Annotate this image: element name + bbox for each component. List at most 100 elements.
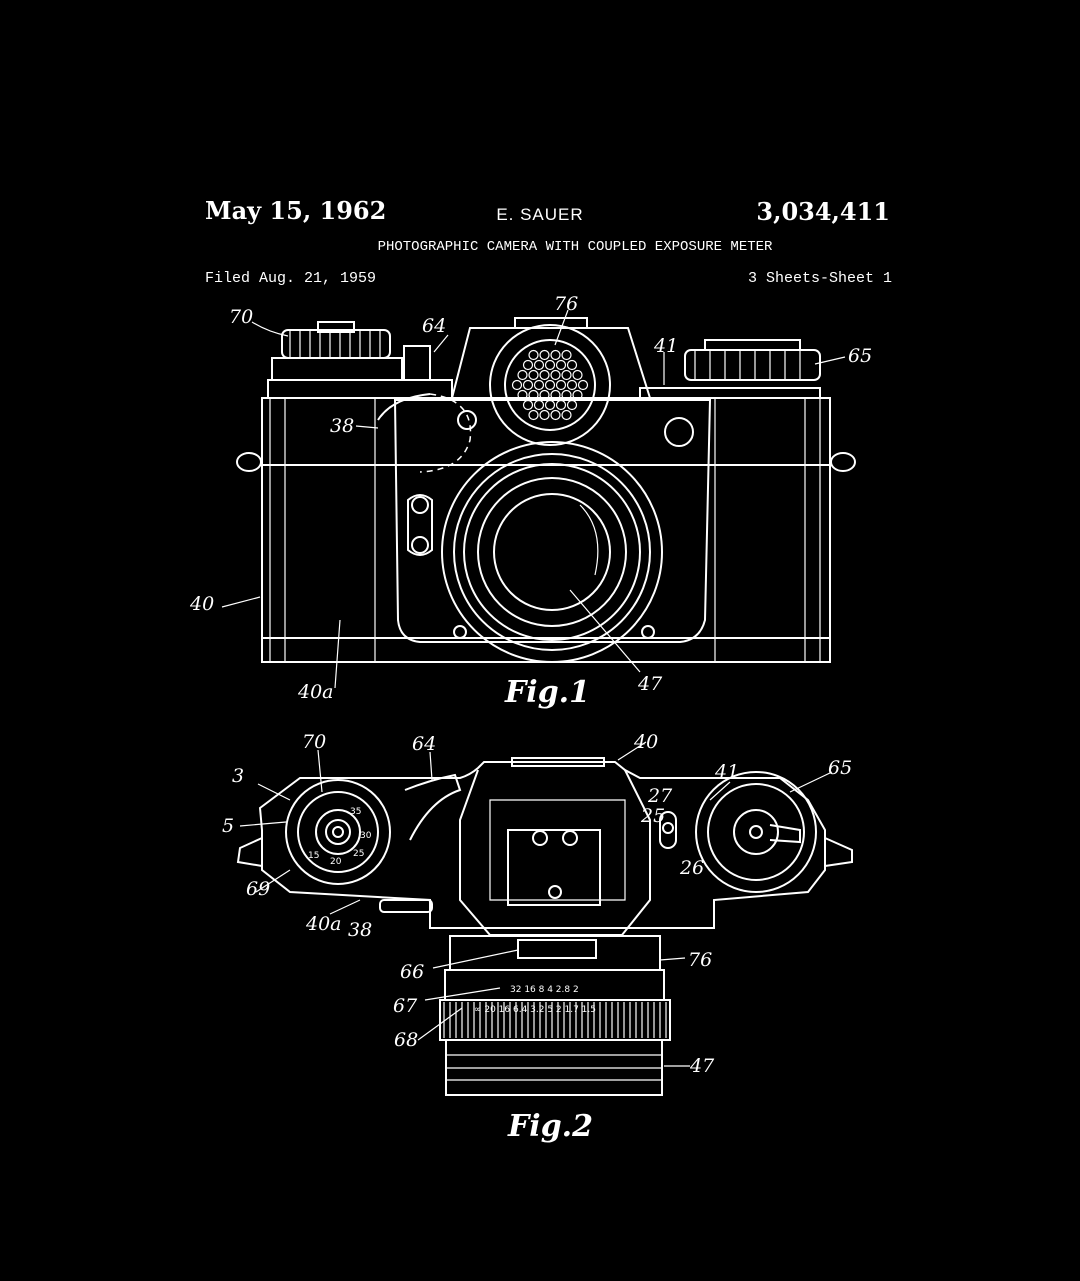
honeycomb-cell [566, 359, 578, 371]
fig2-leader-lines [239, 741, 833, 1067]
fig2-dial-mark-d: 25 [353, 849, 364, 859]
honeycomb-cell [555, 379, 567, 391]
fig2-ref-66: 66 [400, 961, 424, 983]
fig1-accessory-shoe [514, 317, 588, 329]
honeycomb-cell [528, 369, 539, 381]
fig2-dial-mark-a: 30 [360, 831, 372, 841]
fig1-ref-70: 70 [229, 306, 253, 328]
fig2-ref-65: 65 [828, 757, 852, 779]
fig2-shoe-top [511, 757, 605, 767]
fig2-shoe-plate [507, 829, 601, 906]
fig1-button [664, 417, 694, 447]
fig1-ref-64: 64 [422, 315, 446, 337]
honeycomb-cell [577, 379, 589, 391]
fig1-label: Fig.1 [504, 675, 590, 710]
fig2-rewind-crank [769, 824, 801, 844]
fig2-focus-knurl [443, 1002, 667, 1038]
fig1-left-strap-lug [236, 452, 262, 472]
fig1-dial-70 [281, 329, 391, 359]
fig2-ref-38: 38 [348, 919, 372, 941]
honeycomb-cell [533, 359, 545, 371]
honeycomb-cell [566, 379, 578, 391]
honeycomb-cell [528, 409, 539, 421]
fig1-wheel-38 [377, 393, 431, 421]
fig1-lens-reflection [579, 504, 599, 576]
fig1-lever-pivot [411, 496, 429, 514]
fig1-dial-70-cap [317, 321, 355, 333]
fig2-shutter-dial-pin [749, 825, 763, 839]
inventor-name: E. SAUER [496, 205, 584, 224]
fig2-ref-47: 47 [689, 1055, 715, 1077]
fig1-ref-65: 65 [848, 345, 872, 367]
fig2-prism [459, 769, 651, 936]
patent-date: May 15, 1962 [205, 196, 387, 225]
fig2-ref-69: 69 [246, 878, 270, 900]
honeycomb-cell [550, 369, 561, 381]
fig1-ref-47: 47 [637, 673, 663, 695]
honeycomb-cell [522, 379, 534, 391]
fig2-lens-scale-1: 32 16 8 4 2.8 2 [510, 985, 579, 995]
fig2-shoe [489, 799, 626, 901]
fig2-dial-mark-b: 15 [308, 851, 319, 861]
fig2-slot-pin [662, 822, 674, 834]
fig2-dial-mark-e: 35 [350, 807, 361, 817]
fig1-lens-board [393, 399, 712, 643]
fig2-right-lug [824, 837, 853, 867]
fig2-part-64 [404, 773, 462, 841]
fig1-ref-40a: 40a [297, 681, 334, 703]
fig1-screw-2 [453, 625, 467, 639]
fig1-lens-outer [441, 441, 663, 663]
fig1-ref-76: 76 [554, 293, 578, 315]
fig2-meter-dial [297, 791, 379, 873]
fig2-ref-41: 41 [714, 761, 739, 783]
honeycomb-cell [555, 399, 567, 411]
fig2-meter-dial-hub [315, 809, 361, 855]
honeycomb-cell [544, 399, 556, 411]
fig1-wheel-38-hidden [419, 393, 472, 473]
honeycomb-cell [555, 359, 567, 371]
fig2-screw-3 [548, 885, 562, 899]
fig1-meter-window-outer [489, 324, 611, 446]
honeycomb-cell [572, 369, 583, 381]
fig1-lens-ring-2 [463, 463, 641, 641]
honeycomb-cell [550, 409, 561, 421]
fig2-ref-40: 40 [633, 731, 658, 753]
fig2-ref-68: 68 [394, 1029, 418, 1051]
fig2-ref-76: 76 [688, 949, 712, 971]
honeycomb-cell [566, 399, 578, 411]
fig2-screw-2 [562, 830, 578, 846]
fig2-meter-dial-center [325, 819, 351, 845]
honeycomb-cell [522, 359, 534, 371]
fig2-label: Fig.2 [507, 1109, 593, 1144]
fig1-ref-41: 41 [653, 335, 678, 357]
fig1-dial-65-cap [704, 339, 801, 351]
honeycomb-cell [544, 359, 556, 371]
fig1-camera-body [261, 397, 831, 663]
fig1-ref-38: 38 [330, 415, 354, 437]
honeycomb-cell [539, 409, 550, 421]
fig1-dial-65-knurl [694, 350, 801, 380]
fig1-meter-honeycomb [511, 349, 589, 421]
fig2-ref-5: 5 [222, 815, 234, 837]
fig2-meter-housing [449, 935, 661, 971]
fig2-meter-dial-outer [285, 779, 391, 885]
fig2-shutter-dial [707, 783, 805, 881]
patent-title: PHOTOGRAPHIC CAMERA WITH COUPLED EXPOSUR… [377, 239, 773, 255]
honeycomb-cell [561, 349, 572, 361]
honeycomb-cell [511, 379, 523, 391]
honeycomb-cell [550, 349, 561, 361]
fig2-slot-25 [659, 811, 677, 849]
fig2-meter-window-66 [517, 939, 597, 959]
fig1-leader-lines [221, 309, 846, 689]
fig1-lens-ring-3 [477, 477, 627, 627]
fig1-lens-glass [493, 493, 611, 611]
fig2-top-view: 30 15 20 25 35 32 16 8 4 2.8 2 ∞ 20 16 6… [222, 731, 853, 1144]
fig2-ref-40a: 40a [305, 913, 342, 935]
fig2-focus-ring [439, 999, 671, 1041]
fig1-lever-knob [411, 536, 429, 554]
fig2-ref-70: 70 [302, 731, 326, 753]
fig2-meter-dial-pin [332, 826, 344, 838]
fig1-dial-70-knurl [289, 330, 381, 358]
fig2-dial-mark-c: 20 [330, 857, 342, 867]
